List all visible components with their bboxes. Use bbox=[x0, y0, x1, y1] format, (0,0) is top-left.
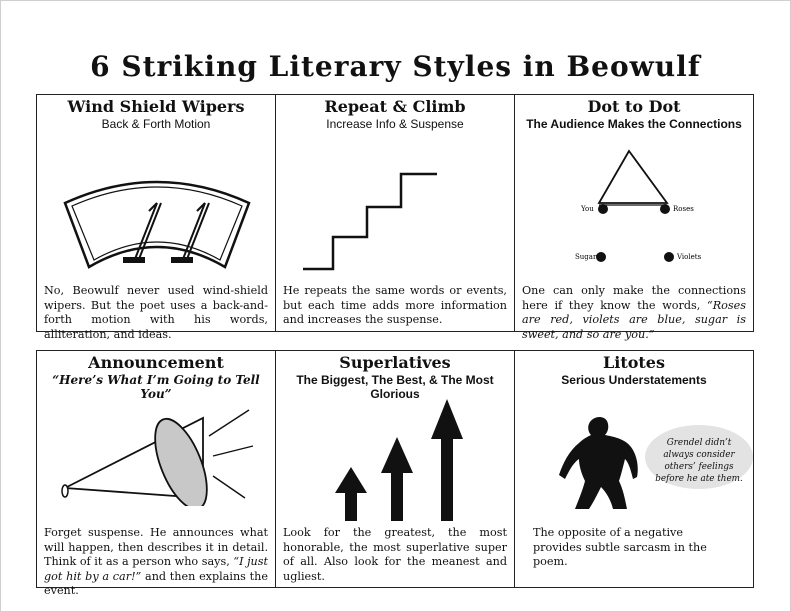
panel-text-quote: “I just got hit by a car!” bbox=[44, 555, 269, 583]
panel-dot-to-dot: Dot to Dot The Audience Makes the Connec… bbox=[514, 94, 754, 341]
panel-title: Litotes bbox=[603, 353, 665, 372]
panel-title: Wind Shield Wipers bbox=[67, 97, 245, 116]
label-you: You bbox=[580, 205, 594, 213]
panel-title: Superlatives bbox=[339, 353, 451, 372]
staircase-icon bbox=[303, 172, 437, 271]
panel-subtitle: Back & Forth Motion bbox=[101, 117, 211, 131]
panel-title: Announcement bbox=[88, 353, 224, 372]
speech-bubble-text: Grendel didn’t always consider others’ f… bbox=[655, 438, 743, 484]
label-violets: Violets bbox=[676, 253, 702, 261]
panel-title: Repeat & Climb bbox=[324, 97, 466, 116]
panel-subtitle: The Audience Makes the Connections bbox=[526, 117, 742, 131]
panel-repeat-climb: Repeat & Climb Increase Info & Suspense … bbox=[275, 94, 515, 332]
panel-text-end: and then explains the event. bbox=[44, 569, 268, 598]
panel-litotes: Litotes Serious Understatements Grendel … bbox=[514, 350, 754, 588]
panel-text: Forget suspense. He announces what will … bbox=[44, 526, 268, 599]
panel-text: One can only make the connections here i… bbox=[522, 284, 746, 342]
panel-subtitle: The Biggest, The Best, & The Most Glorio… bbox=[296, 373, 494, 401]
panel-text-quote: “Roses are red, violets are blue, sugar … bbox=[522, 298, 746, 341]
speech-bubble-shape bbox=[645, 425, 753, 489]
panel-wind-shield-wipers: Wind Shield Wipers Back & Forth Motion N… bbox=[36, 94, 276, 341]
panel-text: No, Beowulf never used wind-shield wiper… bbox=[44, 284, 268, 341]
rising-arrows-icon bbox=[335, 399, 463, 521]
label-sugar: Sugar bbox=[575, 253, 597, 261]
panel-text-plain: One can only make the connections here i… bbox=[522, 284, 746, 312]
panel-title: Dot to Dot bbox=[587, 97, 681, 116]
panel-superlatives: Superlatives The Biggest, The Best, & Th… bbox=[275, 350, 515, 588]
page-title: 6 Striking Literary Styles in Beowulf bbox=[90, 50, 701, 83]
windshield-wiper-icon bbox=[63, 180, 251, 269]
panel-text: Look for the greatest, the most honorabl… bbox=[283, 526, 507, 583]
megaphone-icon bbox=[61, 409, 254, 506]
panel-text-plain: Forget suspense. He announces what will … bbox=[44, 526, 268, 568]
dot-triangle-icon: You Roses Sugar Violets bbox=[575, 149, 702, 262]
panel-text: The opposite of a negative provides subt… bbox=[533, 526, 707, 568]
panel-announcement: Announcement “Here’s What I’m Going to T… bbox=[36, 350, 276, 597]
panel-subtitle: Serious Understatements bbox=[561, 373, 707, 387]
panel-subtitle: Increase Info & Suspense bbox=[326, 117, 464, 131]
panel-subtitle: “Here’s What I’m Going to Tell You” bbox=[52, 373, 260, 401]
label-roses: Roses bbox=[673, 205, 694, 213]
monster-silhouette-icon bbox=[559, 416, 638, 509]
panel-text: He repeats the same words or events, but… bbox=[283, 284, 507, 326]
